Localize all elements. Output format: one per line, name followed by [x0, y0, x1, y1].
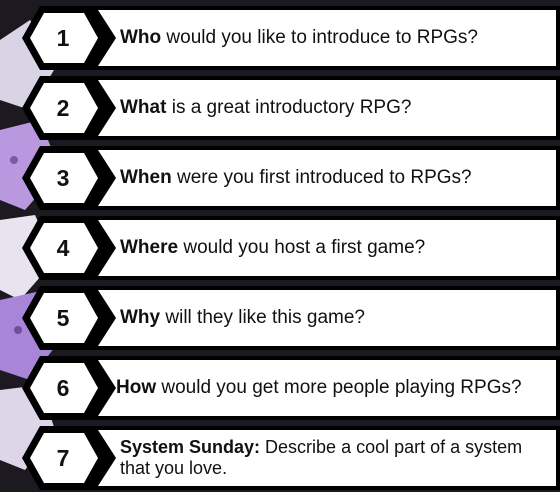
item-number: 2: [56, 95, 70, 121]
list-item: 1 Who would you like to introduce to RPGs…: [22, 6, 560, 70]
item-number: 4: [56, 235, 70, 261]
item-keyword: Why: [120, 307, 161, 328]
item-keyword: What: [120, 97, 167, 118]
hexagon-badge-icon: [22, 356, 560, 420]
item-question-text: Describe a cool part of a system that yo…: [120, 437, 523, 478]
list-item: 6 How would you get more people playing R…: [22, 356, 560, 420]
list-item: 4 Where would you host a first game?: [22, 216, 560, 280]
item-keyword: System Sunday:: [120, 437, 261, 457]
item-number: 1: [56, 25, 70, 51]
item-question: How would you get more people playing RP…: [116, 356, 554, 420]
item-keyword: How: [116, 377, 157, 398]
hexagon-badge-icon: [22, 216, 560, 280]
item-number: 5: [56, 305, 70, 331]
item-keyword: When: [120, 167, 172, 188]
item-number: 3: [56, 165, 70, 191]
item-question-text: would you host a first game?: [178, 237, 426, 258]
hexagon-badge-icon: [22, 6, 560, 70]
item-keyword: Where: [120, 237, 179, 258]
list-item: 5 Why will they like this game?: [22, 286, 560, 350]
hexagon-badge-icon: [22, 76, 560, 140]
list-item: 7 System Sunday: Describe a cool part of …: [22, 426, 560, 490]
item-question: System Sunday: Describe a cool part of a…: [120, 426, 554, 490]
hexagon-badge-icon: [22, 426, 560, 490]
item-number: 6: [56, 375, 70, 401]
hexagon-badge-icon: [22, 146, 560, 210]
item-number: 7: [56, 445, 70, 471]
item-question-text: would you like to introduce to RPGs?: [161, 27, 478, 48]
item-question-text: were you first introduced to RPGs?: [171, 167, 472, 188]
hexagon-badge-icon: [22, 286, 560, 350]
item-question: Who would you like to introduce to RPGs?: [120, 6, 554, 70]
item-question: Where would you host a first game?: [120, 216, 554, 280]
item-question-text: is a great introductory RPG?: [166, 97, 412, 118]
item-question: Why will they like this game?: [120, 286, 554, 350]
list-item: 2 What is a great introductory RPG?: [22, 76, 560, 140]
item-question: What is a great introductory RPG?: [120, 76, 554, 140]
item-question: When were you first introduced to RPGs?: [120, 146, 554, 210]
list-item: 3 When were you first introduced to RPGs?: [22, 146, 560, 210]
item-question-text: would you get more people playing RPGs?: [156, 377, 522, 398]
item-keyword: Who: [120, 27, 162, 48]
item-question-text: will they like this game?: [160, 307, 365, 328]
